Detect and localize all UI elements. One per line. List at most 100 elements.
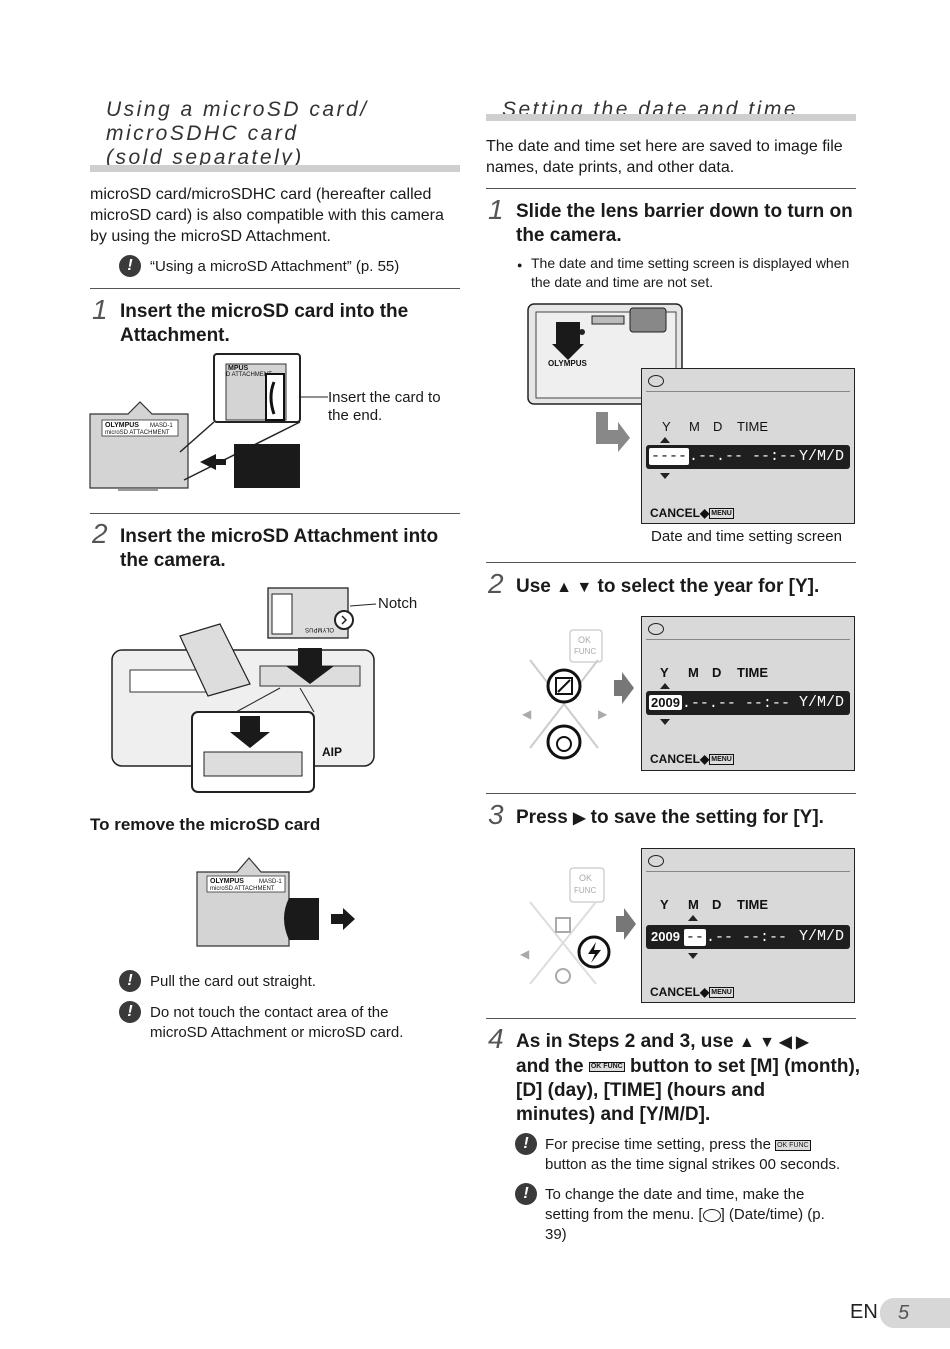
date-bar: 2009.--.-- --:-- Y/M/D <box>646 691 850 715</box>
step-title: Press ▶ to save the setting for [Y]. <box>516 807 824 828</box>
language-label: EN <box>850 1301 878 1323</box>
year-field: 2009 <box>651 929 680 944</box>
down-arrow-icon <box>660 473 670 479</box>
format-field[interactable]: Y/M/D <box>798 448 844 465</box>
caution-icon: ! <box>119 255 141 277</box>
down-arrow-icon <box>688 953 698 959</box>
up-arrow-icon <box>660 683 670 689</box>
step4-note-2: To change the date and time, make the se… <box>545 1186 825 1243</box>
section-title-microsd: Using a microSD card/ microSDHC card (so… <box>106 98 369 169</box>
format-field[interactable]: Y/M/D <box>798 928 844 945</box>
label-text: microSD ATTACHMENT <box>210 886 275 892</box>
step-number: 4 <box>488 1023 504 1054</box>
up-arrow-icon <box>688 915 698 921</box>
date-intro: The date and time set here are saved to … <box>486 138 843 176</box>
time-label: TIME <box>737 419 769 434</box>
caution-icon: ! <box>119 970 141 992</box>
cancel-hint: CANCEL◆MENU <box>650 985 734 999</box>
d-label: D <box>713 419 723 434</box>
step1-bullet: The date and time setting screen is disp… <box>531 255 850 290</box>
m-label: M <box>689 419 700 434</box>
label-text: microSD ATTACHMENT <box>105 430 170 436</box>
menu-icon: MENU <box>709 508 734 520</box>
date-rest: .-- --:-- <box>705 929 787 946</box>
y-label: Y <box>660 665 669 680</box>
notch-callout: Notch <box>378 595 418 612</box>
step-number: 2 <box>92 518 108 549</box>
month-field[interactable]: -- <box>683 929 706 946</box>
year-field[interactable]: ---- <box>649 448 690 465</box>
cancel-hint: CANCEL◆MENU <box>650 752 734 766</box>
up-arrow-icon <box>660 437 670 443</box>
m-label: M <box>688 897 699 912</box>
arrow-keys-icon: ▲ ▼ ◀ ▶ <box>738 1034 809 1051</box>
step-title: Use ▲ ▼ to select the year for [Y]. <box>516 576 820 597</box>
svg-text:FUNC: FUNC <box>574 647 596 656</box>
step-title: Insert the microSD Attachment into the c… <box>120 526 439 571</box>
d-label: D <box>712 897 722 912</box>
divider <box>486 188 856 189</box>
ok-func-icon: OK FUNC <box>775 1139 811 1151</box>
attachment-insert-illustration: OLYMPUS MASD-1 microSD ATTACHMENT MPUS D… <box>89 353 328 491</box>
date-time-icon <box>648 623 664 635</box>
date-time-icon <box>702 1208 721 1222</box>
page-number-tab: 5 <box>880 1298 950 1328</box>
camera-mark-text: АΙР <box>322 745 342 759</box>
m-label: M <box>688 665 699 680</box>
divider <box>90 288 460 289</box>
time-label: TIME <box>737 665 769 680</box>
up-down-arrows-icon: ▲ ▼ <box>556 579 593 596</box>
date-rest: .--.-- --:-- <box>681 695 790 712</box>
time-label: TIME <box>737 897 769 912</box>
bullet-icon: ● <box>517 260 523 270</box>
cancel-hint: CANCEL◆MENU <box>650 506 734 520</box>
svg-text:OK: OK <box>578 635 591 645</box>
date-bar: 2009--.-- --:-- Y/M/D <box>646 925 850 949</box>
date-setting-screen-year: Y M D TIME 2009.--.-- --:-- Y/M/D CANCEL… <box>641 616 855 771</box>
divider <box>486 562 856 563</box>
date-rest: .--.-- --:-- <box>689 448 798 465</box>
dial-illustration-up: OK FUNC ◀ ▶ <box>522 629 634 760</box>
down-arrow-icon <box>660 719 670 725</box>
brand-upside-text: OLYMPUS <box>305 626 334 632</box>
caution-icon: ! <box>119 1001 141 1023</box>
right-arrow-icon: ▶ <box>573 810 586 827</box>
step-number: 3 <box>488 799 504 830</box>
date-setting-screen-month: Y M D TIME 2009--.-- --:-- Y/M/D CANCEL◆… <box>641 848 855 1003</box>
svg-text:FUNC: FUNC <box>574 886 596 895</box>
remove-note-2: Do not touch the contact area of the mic… <box>150 1004 404 1041</box>
year-field[interactable]: 2009 <box>649 695 682 710</box>
microsd-intro: microSD card/microSDHC card (hereafter c… <box>90 186 444 245</box>
d-label: D <box>712 665 722 680</box>
dial-illustration-right: OK FUNC ◀ <box>520 867 636 985</box>
y-label: Y <box>660 897 669 912</box>
model-text: MASD-1 <box>150 423 173 429</box>
ok-func-icon: OK FUNC <box>588 1061 625 1072</box>
remove-card-illustration: OLYMPUS MASD-1 microSD ATTACHMENT <box>196 857 355 947</box>
model-text: MASD-1 <box>259 879 282 885</box>
y-label: Y <box>662 419 671 434</box>
microsd-intro-note: “Using a microSD Attachment” (p. 55) <box>150 258 400 275</box>
brand-text: OLYMPUS <box>210 878 244 885</box>
page-number: 5 <box>898 1302 910 1324</box>
svg-text:OK: OK <box>579 873 592 883</box>
step-number: 1 <box>488 194 504 225</box>
divider <box>486 1018 856 1019</box>
brand-text: OLYMPUS <box>548 359 587 368</box>
divider <box>486 793 856 794</box>
format-field[interactable]: Y/M/D <box>798 694 844 711</box>
svg-text:▶: ▶ <box>598 707 608 721</box>
date-time-icon <box>648 855 664 867</box>
brand-partial-text: MPUS <box>228 365 249 372</box>
date-bar: ----.--.-- --:-- Y/M/D <box>646 445 850 469</box>
camera-insert-illustration: OLYMPUS АΙР <box>111 587 377 793</box>
caution-icon: ! <box>515 1133 537 1155</box>
menu-icon: MENU <box>709 987 734 999</box>
svg-text:◀: ◀ <box>520 947 530 961</box>
step4-note-1: For precise time setting, press the OK F… <box>545 1136 841 1173</box>
menu-icon: MENU <box>709 754 734 766</box>
svg-text:◀: ◀ <box>522 707 532 721</box>
remove-title: To remove the microSD card <box>90 815 321 834</box>
label-partial-text: D ATTACHMENT <box>226 372 272 378</box>
date-setting-screen: Y M D TIME ----.--.-- --:-- Y/M/D CANCEL… <box>641 368 855 524</box>
